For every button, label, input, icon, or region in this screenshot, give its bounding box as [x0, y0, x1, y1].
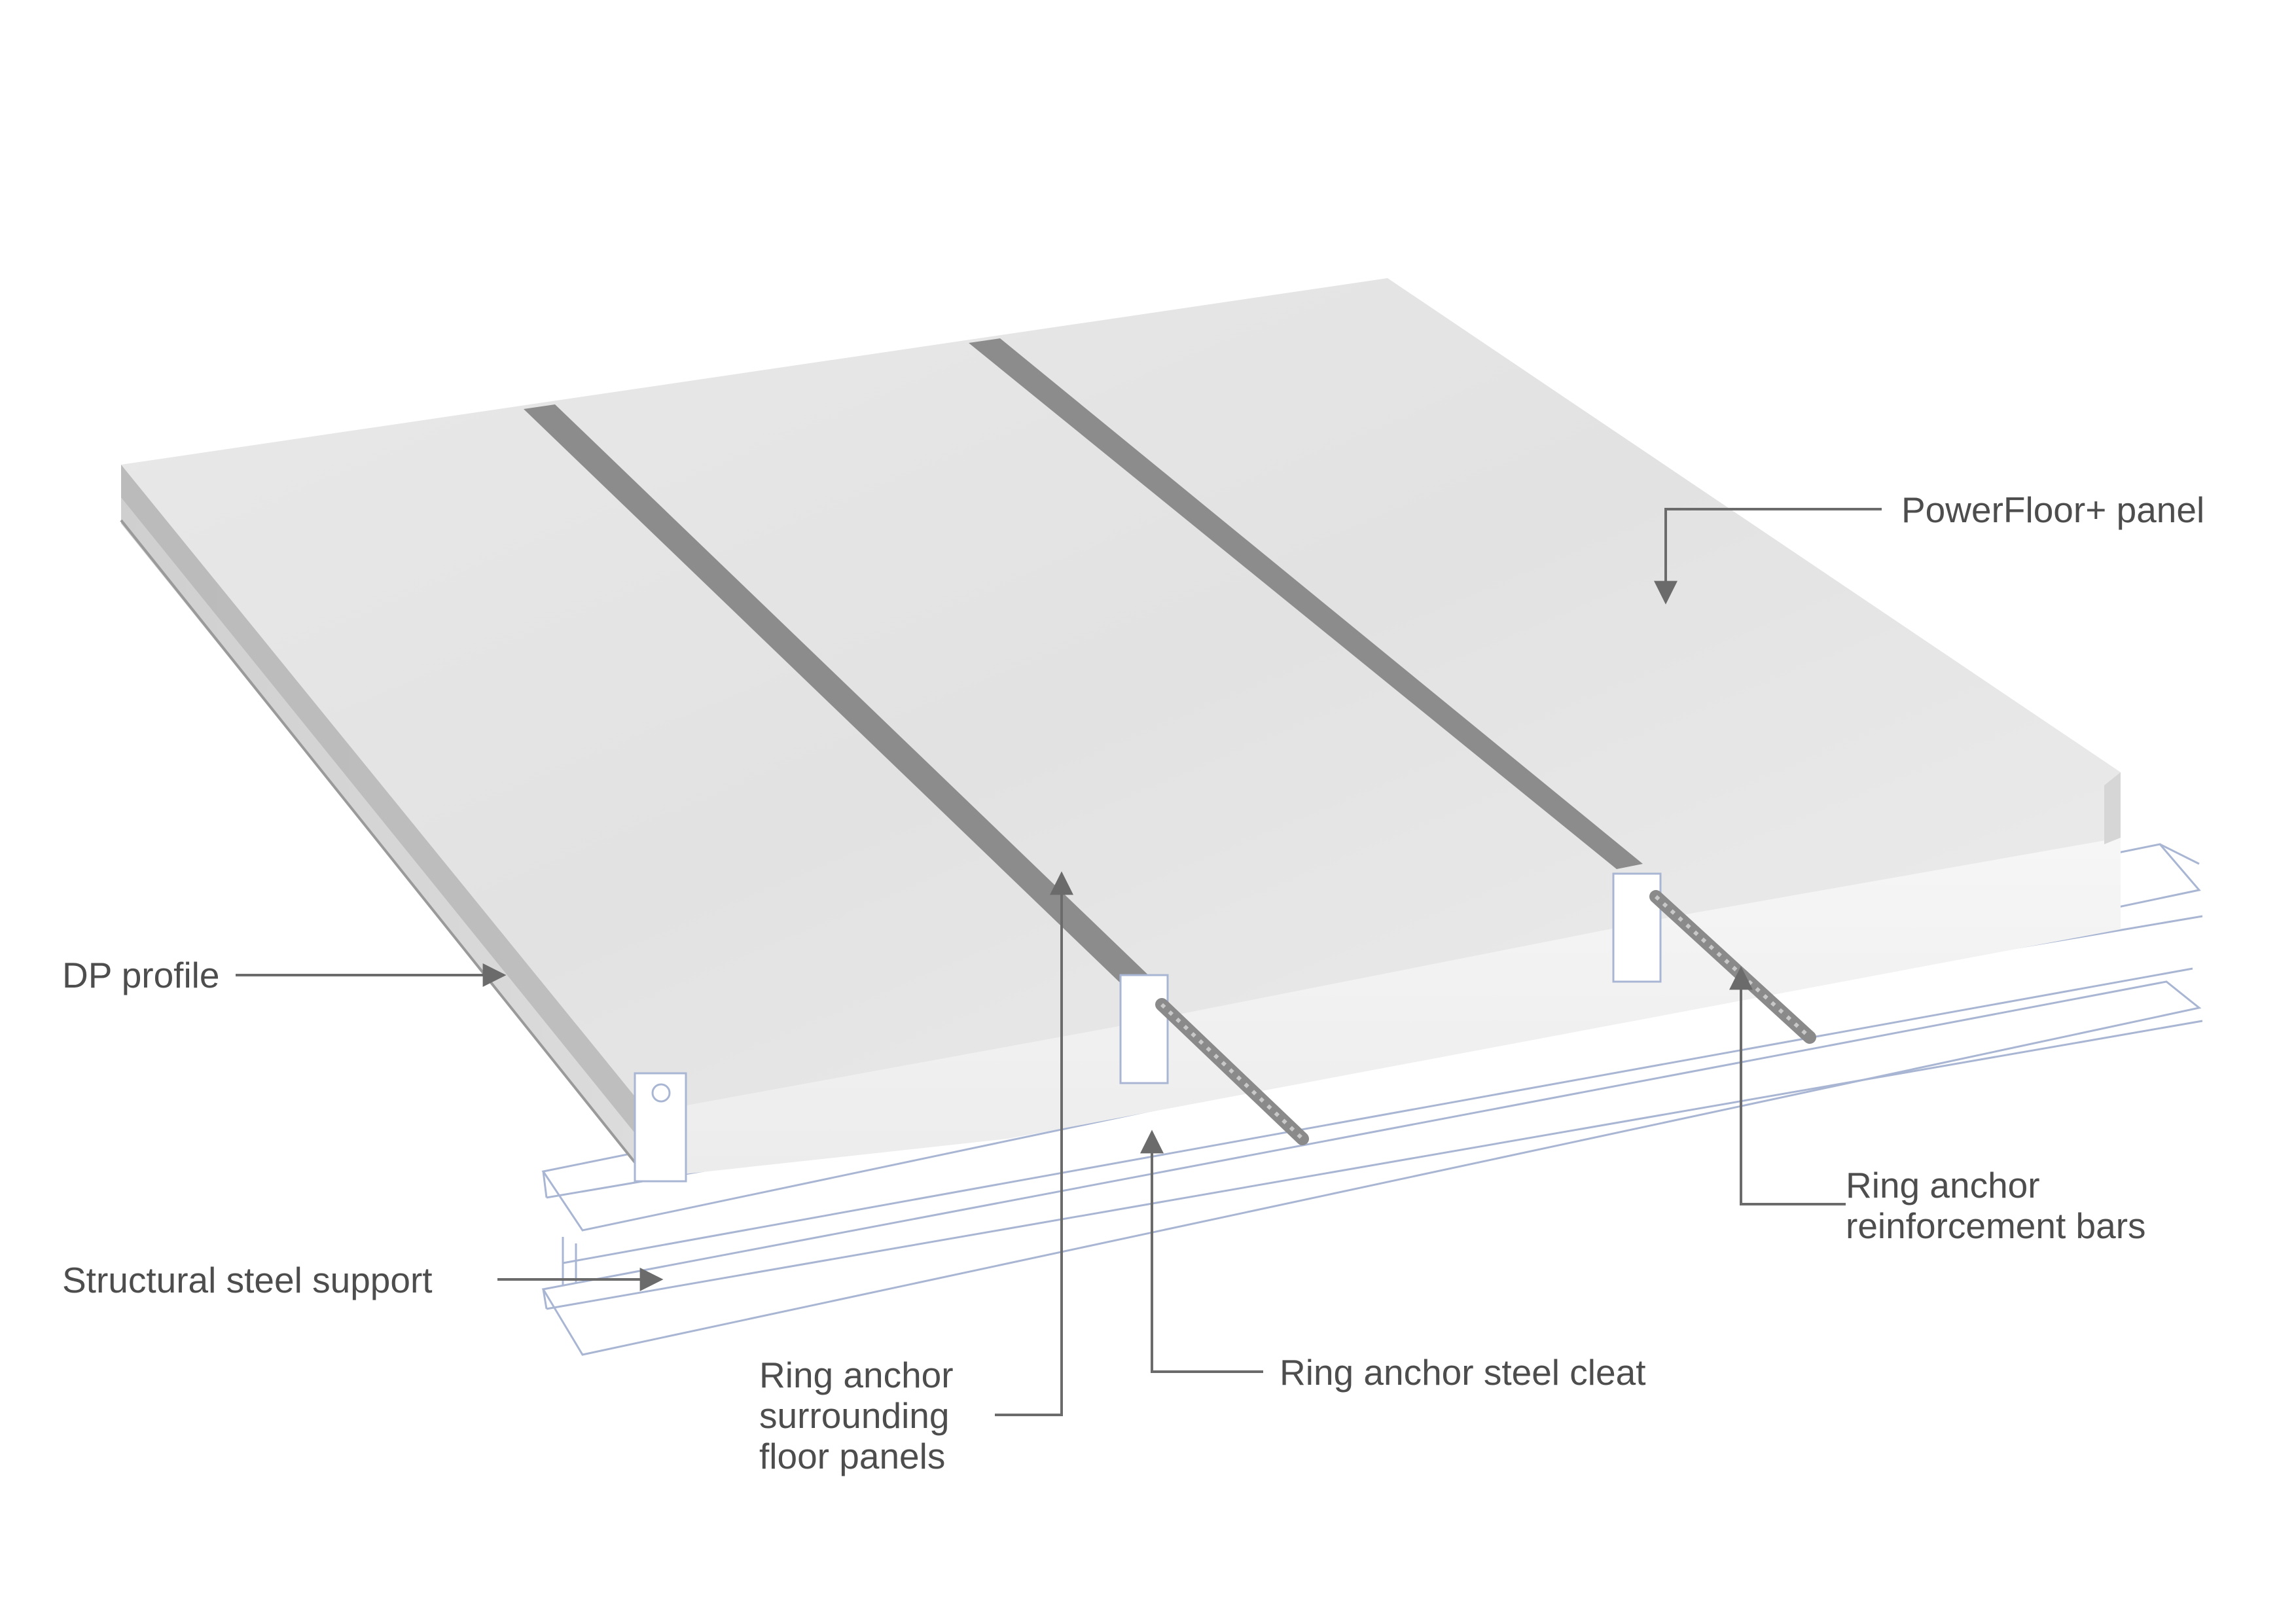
structural-steel-support-label: Structural steel support: [62, 1260, 433, 1300]
powerfloor-panel-label: PowerFloor+ panel: [1901, 490, 2205, 530]
ring-anchor-reinforcement-label-line2: reinforcement bars: [1846, 1205, 2146, 1246]
ring-anchor-surrounding-label-line1: Ring anchor: [759, 1355, 954, 1395]
steel-cleats: [634, 872, 1662, 1183]
ring-anchor-steel-cleat-label: Ring anchor steel cleat: [1280, 1352, 1646, 1393]
ring-anchor-surrounding-label-line3: floor panels: [759, 1436, 946, 1476]
ring-anchor-reinforcement-label-line1: Ring anchor: [1846, 1165, 2040, 1205]
ring-anchor-surrounding-label-line2: surrounding: [759, 1395, 950, 1436]
leader-lines: [236, 508, 1882, 1416]
dp-profile-label: DP profile: [62, 955, 220, 995]
